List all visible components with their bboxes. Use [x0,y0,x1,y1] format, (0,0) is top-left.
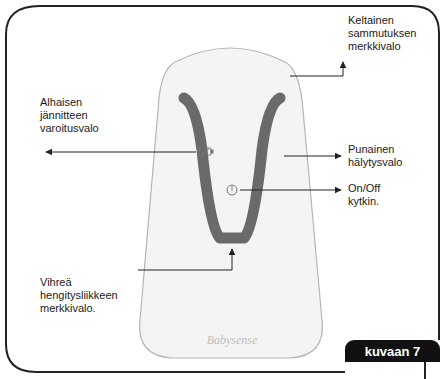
callout-label: Keltainen sammutuksen merkkivalo [348,14,430,53]
callout-label: Punainen hälytysvalo [348,143,428,169]
power-icon [227,185,237,195]
brand-logo: Babysense [190,334,274,347]
leader-lines [46,62,343,270]
light-band [184,98,280,238]
battery-icon [199,148,213,155]
callout-label: Alhaisen jännitteen varoitusvalo [40,96,128,135]
figure-tab: kuvaan 7 [345,340,440,362]
device-body [140,48,323,358]
figure-number: kuvaan 7 [365,344,421,359]
callout-label: On/Off kytkin. [348,182,412,208]
callout-label: Vihreä hengitysliikkeen merkkivalo. [40,276,152,315]
frame [6,6,439,379]
